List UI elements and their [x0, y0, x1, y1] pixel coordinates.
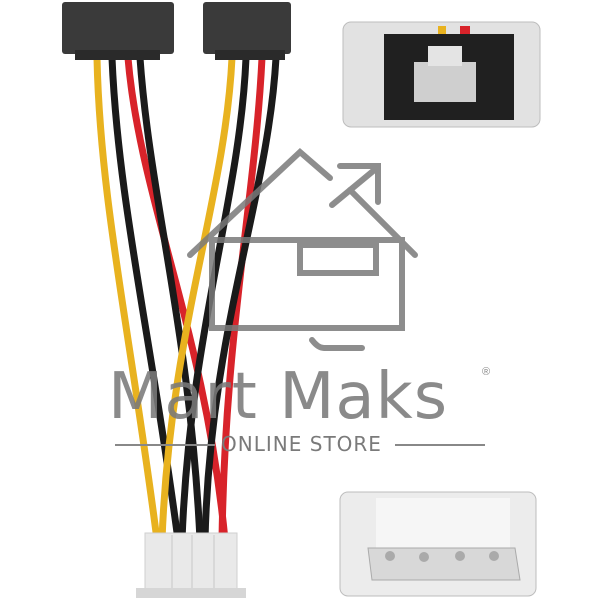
tagline-divider-left: [115, 444, 215, 446]
molex-connector-closeup: [339, 491, 537, 597]
sata-connector-closeup: [342, 21, 541, 128]
tagline-divider-right: [395, 444, 485, 446]
sata-connector-right: [203, 2, 291, 60]
sata-connector-left: [62, 2, 174, 60]
watermark-tagline: ONLINE STORE: [221, 432, 382, 456]
registered-mark: ®: [482, 366, 491, 378]
watermark-brand: Mart Maks: [108, 360, 449, 434]
house-shop-icon: [187, 147, 418, 351]
molex-connector: [136, 532, 246, 598]
